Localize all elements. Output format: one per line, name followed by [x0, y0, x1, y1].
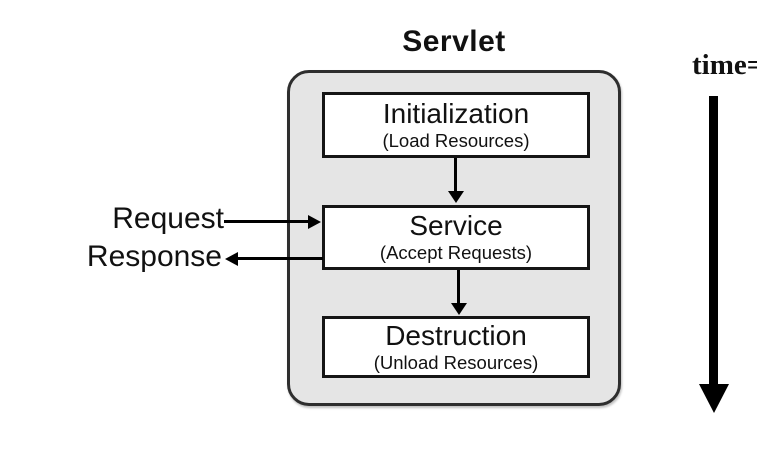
response-arrow-icon [238, 257, 323, 260]
stage-initialization-detail: (Load Resources) [382, 129, 530, 151]
stage-destruction: Destruction (Unload Resources) [322, 316, 590, 378]
response-label: Response [86, 240, 222, 273]
time-axis-text: time [692, 49, 747, 81]
stage-service: Service (Accept Requests) [322, 205, 590, 270]
time-axis-arrow-icon [709, 96, 718, 384]
arrow-service-to-destruction-icon [457, 270, 460, 303]
stage-service-detail: (Accept Requests) [379, 242, 533, 264]
stage-initialization: Initialization (Load Resources) [322, 92, 590, 158]
request-label: Request [112, 202, 224, 235]
time-axis-label: time= [692, 49, 757, 82]
stage-service-name: Service [409, 210, 503, 242]
stage-destruction-name: Destruction [385, 319, 527, 351]
stage-initialization-name: Initialization [382, 97, 530, 129]
arrow-init-to-service-icon [454, 158, 457, 191]
time-axis-suffix: = [746, 49, 757, 81]
diagram-title: Servlet [402, 25, 506, 58]
stage-destruction-detail: (Unload Resources) [373, 351, 539, 373]
request-arrow-icon [224, 220, 308, 223]
